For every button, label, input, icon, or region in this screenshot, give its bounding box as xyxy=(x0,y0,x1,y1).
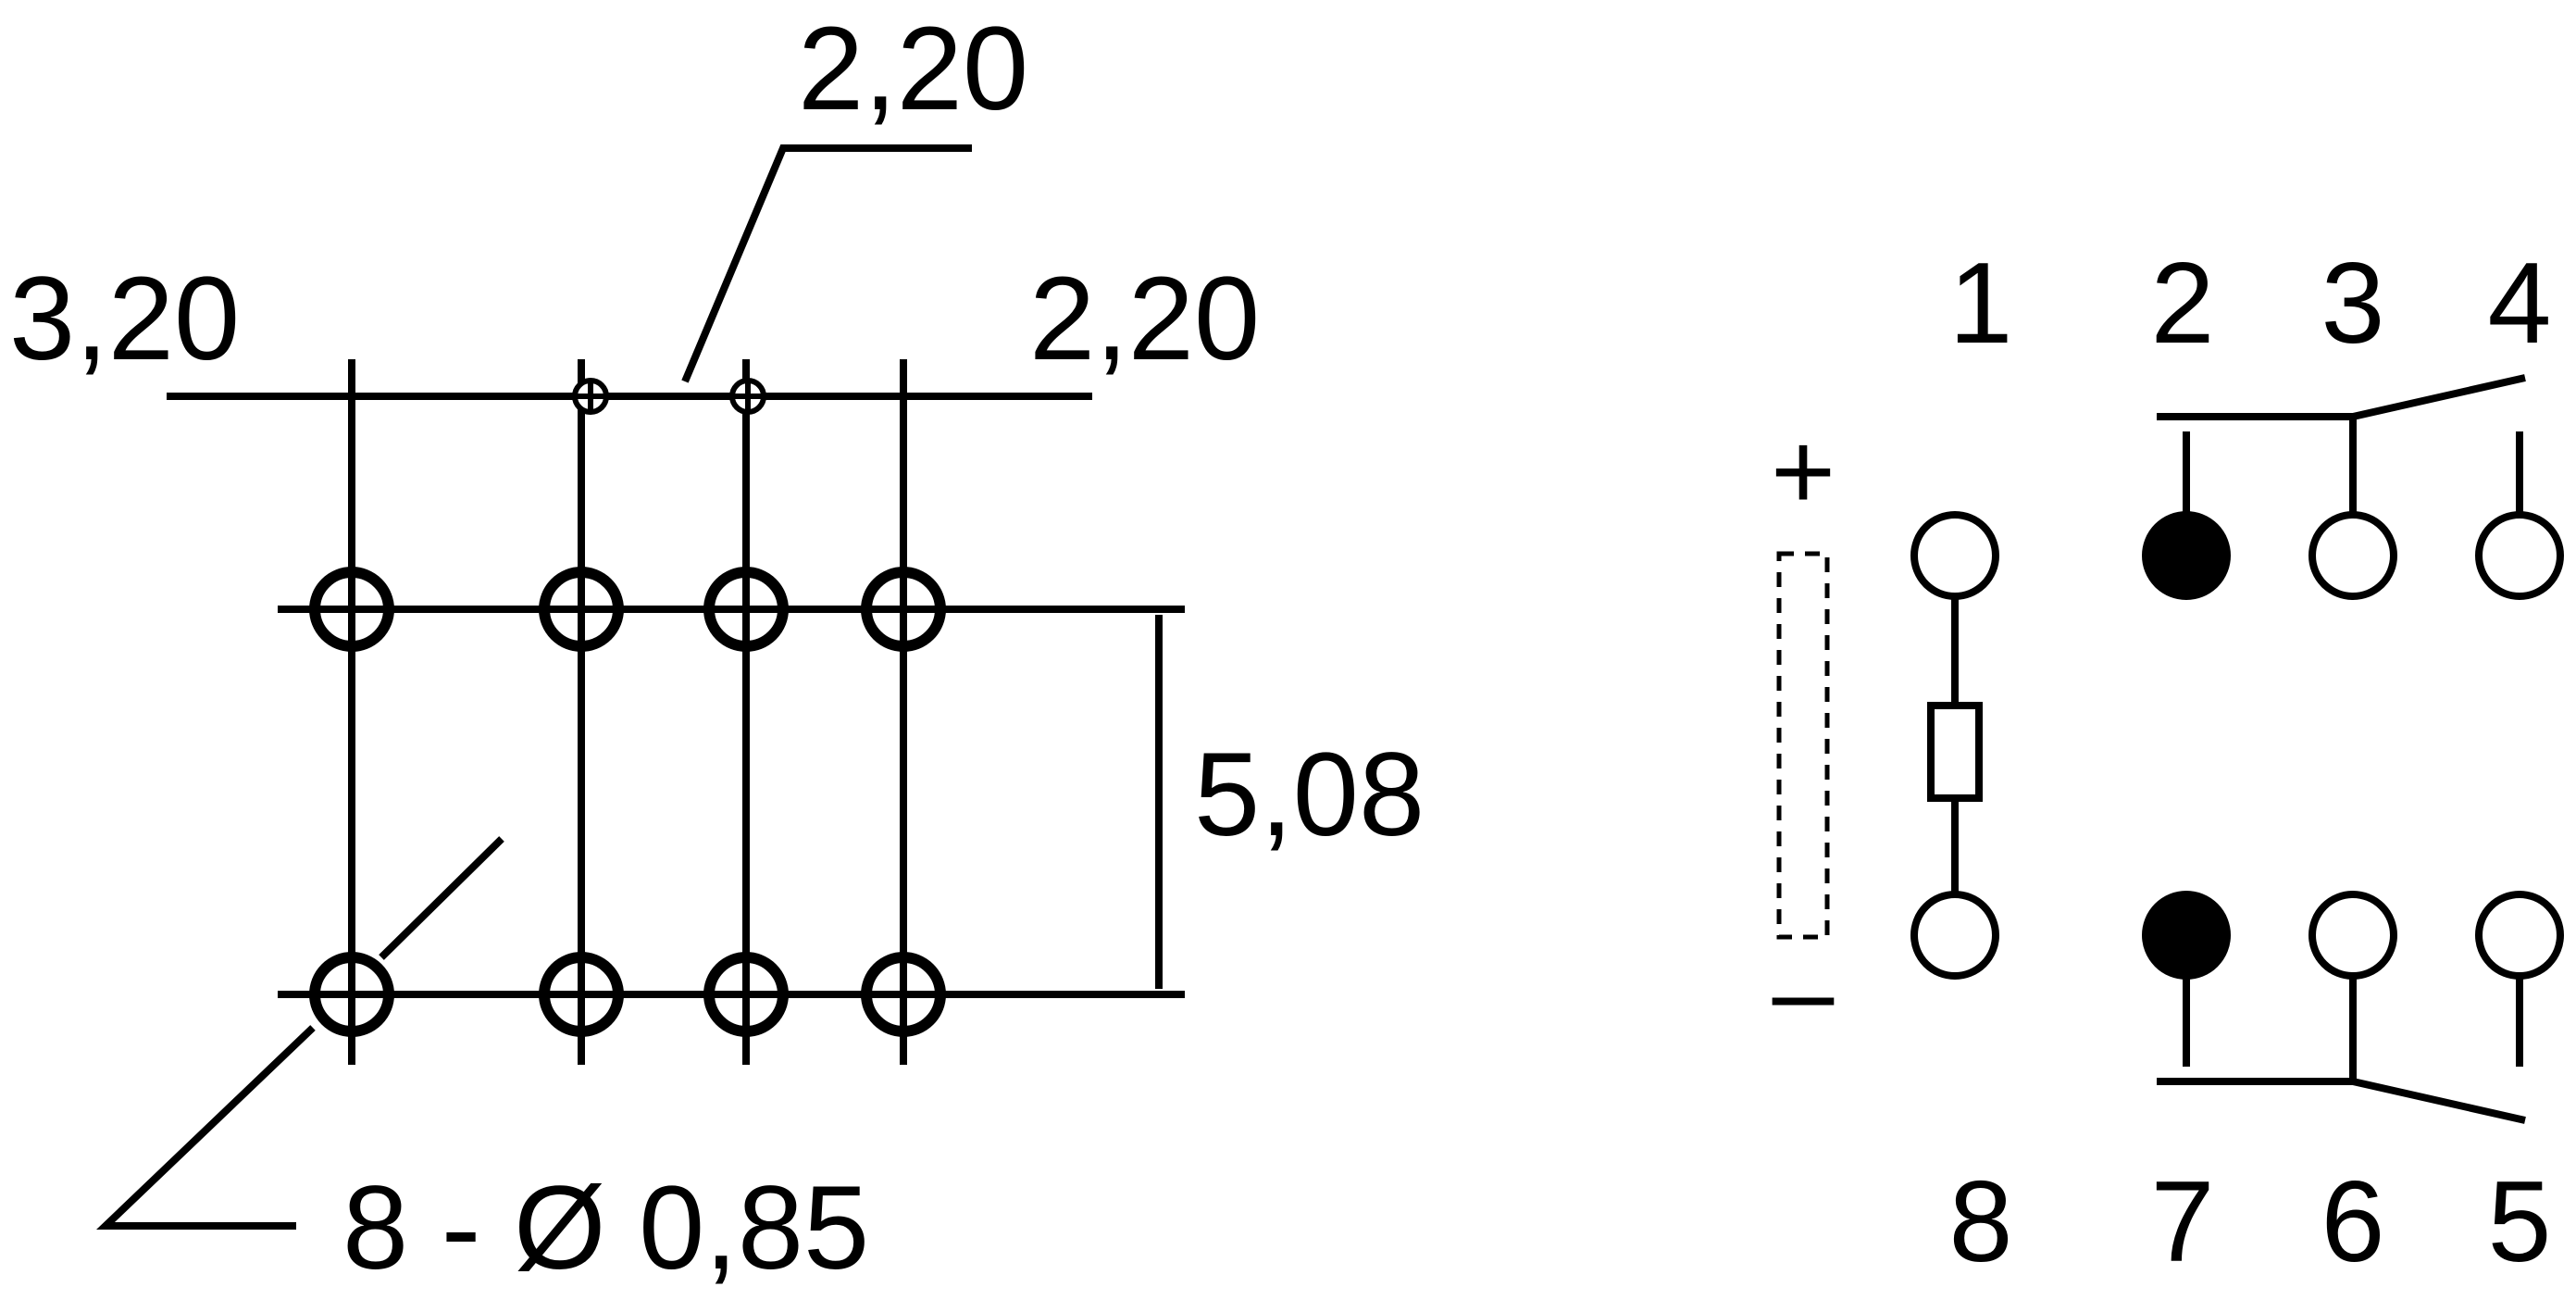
coil-minus-sign: – xyxy=(1773,930,1835,1054)
dim-label-left-spacing: 3,20 xyxy=(9,253,240,385)
dim-leader-top xyxy=(681,144,972,383)
pad-row-top xyxy=(309,567,946,652)
terminal-3 xyxy=(2308,511,2397,600)
coil-resistor xyxy=(1927,702,1983,802)
terminal-8 xyxy=(1910,891,1999,980)
terminal-7 xyxy=(2142,891,2231,980)
dim-label-hole-diameter: 8 - Ø 0,85 xyxy=(342,1162,869,1294)
relay-schematic: 1 2 3 4 8 7 6 5 + – xyxy=(1771,240,2564,1286)
pin-number-8: 8 xyxy=(1949,1158,2013,1286)
coil-dashed-outline xyxy=(1776,551,1830,940)
terminal-2 xyxy=(2142,511,2231,600)
dim-label-row-pitch: 5,08 xyxy=(1194,729,1425,861)
terminal-6 xyxy=(2308,891,2397,980)
pad-row-bottom xyxy=(309,952,946,1037)
terminal-1 xyxy=(1910,511,1999,600)
terminal-4 xyxy=(2475,511,2564,600)
pin-number-7: 7 xyxy=(2151,1158,2215,1286)
terminal-5 xyxy=(2475,891,2564,980)
switch-blade-bottom xyxy=(2352,1078,2526,1124)
coil-plus-sign: + xyxy=(1771,409,1836,533)
pin-number-4: 4 xyxy=(2488,240,2552,368)
pin-number-3: 3 xyxy=(2321,240,2385,368)
pin-number-5: 5 xyxy=(2488,1158,2552,1286)
switch-blade-top xyxy=(2352,374,2526,420)
dim-label-right-spacing: 2,20 xyxy=(1029,253,1260,385)
footprint-drawing: 2,20 3,20 2,20 5,08 8 - Ø 0,85 xyxy=(9,3,1425,1294)
pin-number-6: 6 xyxy=(2321,1158,2385,1286)
dim-label-top-spacing: 2,20 xyxy=(798,3,1028,135)
pin-number-2: 2 xyxy=(2151,240,2215,368)
dim-arrow-hole-lower xyxy=(96,1025,316,1230)
pin-number-1: 1 xyxy=(1949,240,2013,368)
dim-arrow-hole-upper xyxy=(379,836,504,960)
